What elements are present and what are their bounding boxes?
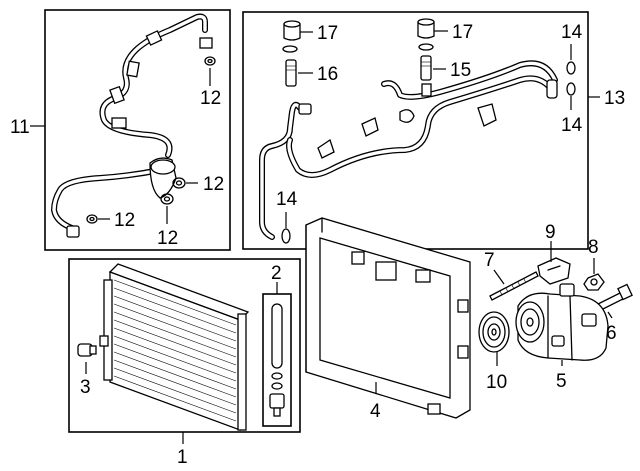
callout-3: 3 [80, 377, 91, 398]
callout-5: 5 [556, 371, 567, 392]
valve-cap-17b [417, 18, 435, 51]
o-ring-seal-12b [172, 177, 186, 189]
callout-17-left: 17 [317, 23, 338, 44]
callout-12-right: 12 [203, 174, 224, 195]
callout-14-bottom: 14 [276, 189, 298, 210]
charge-valve-16 [285, 59, 297, 87]
callout-17-right: 17 [452, 22, 473, 43]
o-ring-14a [566, 61, 576, 75]
bracket-9 [537, 257, 571, 285]
callout-15: 15 [450, 60, 471, 81]
callout-6: 6 [606, 323, 617, 344]
hose-group-frame [44, 9, 231, 251]
callout-4: 4 [370, 401, 381, 422]
o-ring-seal-12c [86, 214, 98, 224]
callout-9: 9 [545, 222, 556, 243]
callout-12-top: 12 [200, 88, 221, 109]
condenser-fins [113, 279, 237, 422]
condenser-group-frame [68, 258, 301, 433]
callout-1: 1 [177, 447, 188, 468]
callout-16: 16 [317, 64, 338, 85]
callout-12-left: 12 [114, 210, 135, 231]
o-ring-14c [281, 228, 291, 244]
condenser [99, 263, 250, 431]
suction-hose-assembly [51, 13, 213, 238]
callout-12-bottom: 12 [157, 228, 178, 249]
line-group-frame [242, 11, 589, 250]
o-ring-14b [566, 82, 576, 96]
nut-8 [583, 273, 605, 291]
callout-2: 2 [271, 263, 282, 284]
callout-14-top: 14 [561, 22, 583, 43]
callout-14-right: 14 [561, 115, 583, 136]
clutch-pulley-10 [478, 311, 510, 353]
callout-13: 13 [604, 88, 625, 109]
fan-shroud [305, 217, 471, 419]
charge-valve-15 [420, 55, 432, 81]
valve-cap-17a [282, 20, 301, 53]
callout-10: 10 [486, 372, 507, 393]
mounting-stud-7 [489, 271, 539, 301]
callout-7: 7 [484, 250, 495, 271]
o-ring-seal-12d [160, 193, 174, 205]
callout-8: 8 [588, 237, 599, 258]
o-ring-seal-12a [204, 56, 216, 66]
connector-fitting-3 [77, 343, 97, 357]
drier-kit [262, 293, 292, 427]
callout-11: 11 [10, 117, 30, 138]
ac-compressor-5 [515, 283, 609, 361]
liquid-line-assembly [259, 60, 558, 240]
leader-lines [30, 30, 613, 444]
